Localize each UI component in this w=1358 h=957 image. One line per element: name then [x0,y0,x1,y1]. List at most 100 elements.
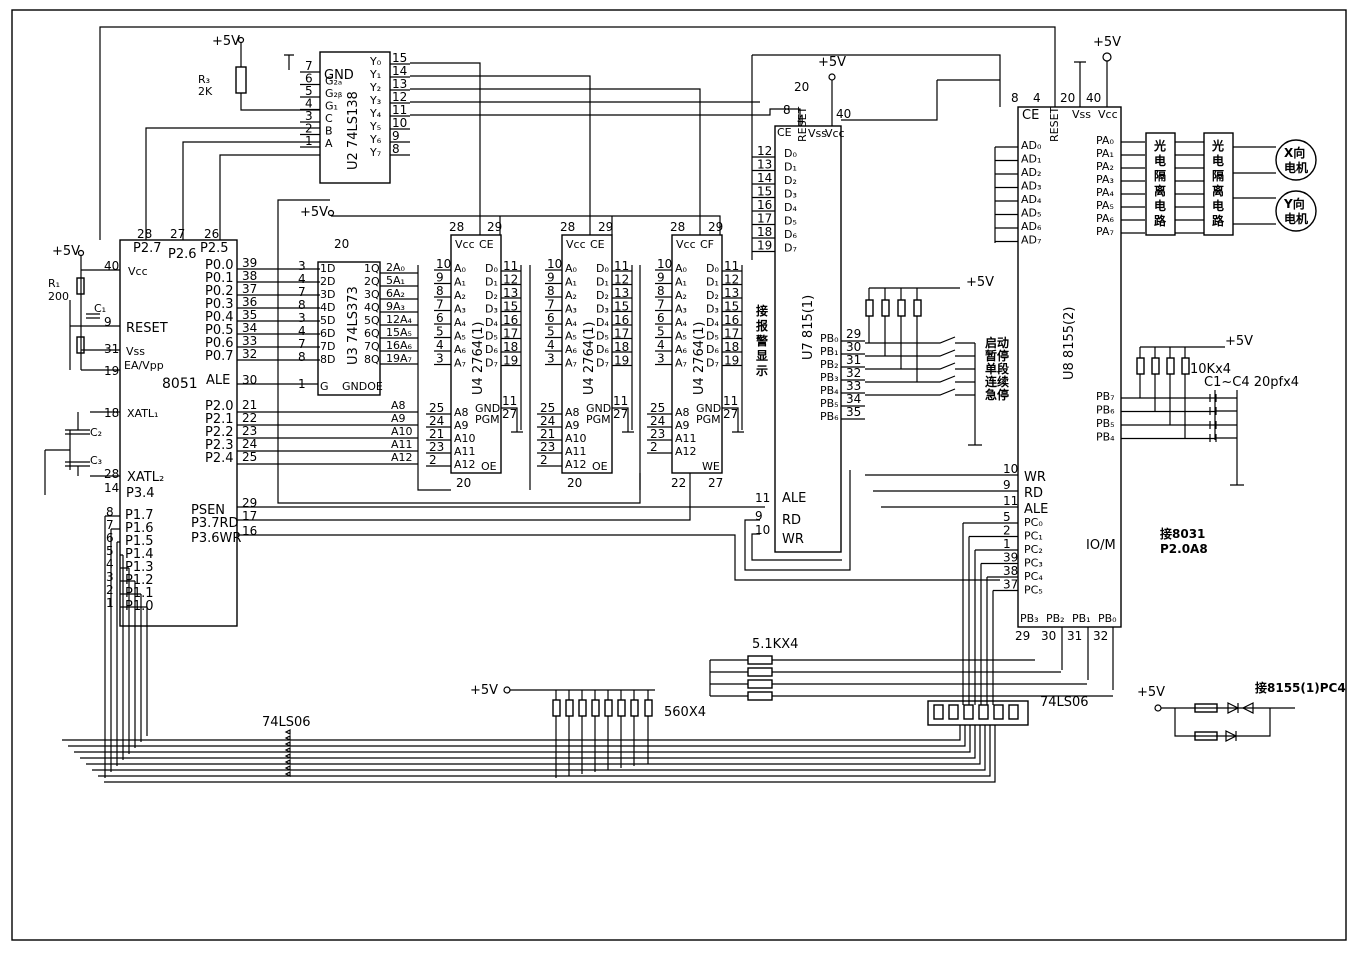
p1-wire [110,528,120,772]
u7-pb-pin: 30 [846,340,861,354]
eprom-addr-pin: 3 [547,352,555,366]
u7-data: D₁ [784,161,797,174]
eprom-addr: A₄ [565,316,578,329]
pin-30: 30 [242,373,257,387]
vcc-eprom [331,215,721,235]
u8-pc-wire [992,589,1018,705]
eprom-addr-pin: 4 [547,338,555,352]
eprom-high-pin: 23 [650,427,665,441]
c2-label: C₂ [90,426,102,439]
u7-pb-pin: 35 [846,405,861,419]
eprom-addr-pin: 9 [436,271,444,285]
vcc-terminal-pc4 [1154,704,1162,712]
switch-label: 启动 [985,335,1009,350]
display-driver-area [62,655,1113,783]
seven-seg-display [927,700,1029,726]
eprom-data: D₅ [596,330,609,343]
latch-right-pin: 9A₃ [386,300,405,313]
switch-contact [865,349,975,357]
u8-pa: PA₀ [1096,134,1114,147]
eprom-body [450,234,502,474]
mcu-p0-pin: 32 [242,347,257,361]
u7-ce: CE [777,126,792,139]
vcc-terminal-latch [327,209,335,217]
mcu-p1-label: P1.2 [125,573,154,588]
eprom-addr: A₁ [675,276,687,289]
eprom-addr-pin: 5 [657,325,665,339]
alarm-char: 报 [756,318,768,333]
pullup-resistor [897,299,906,317]
decoder-left-pin: 4 [305,97,313,111]
latch-output: 8Q [364,353,380,366]
u8-ctrl-pin: 9 [1003,478,1011,492]
isolation-char: 离 [1154,183,1166,198]
eprom-addr: A₁ [565,276,577,289]
eprom-name: U4 2764(1) [582,322,597,395]
vcc-label-u7: +5V [818,55,846,70]
latch-input: 2D [320,275,335,288]
vcc-terminal-u7 [828,73,836,81]
isolation-char: 光 [1211,138,1224,153]
eprom-addr-pin: 8 [436,284,444,298]
eprom-high-pin: 25 [650,401,665,415]
eprom-data-pin: 17 [724,327,739,341]
u8-pc-pin: 38 [1003,564,1018,578]
eprom-pgm-pin: 27 [502,407,517,421]
caps-label: C1~C4 20pfx4 [1204,375,1299,390]
latch-left-pin: 7 [298,337,306,351]
u8-ctrl-pin: 10 [1003,462,1018,476]
eprom-addr-pin: 4 [657,338,665,352]
u7-rd-pin: 9 [755,509,763,523]
switch-contact [865,336,975,344]
eprom-addr: A₇ [454,357,466,370]
iom-note-1: 接8031 [1160,526,1205,541]
u7-pb-pin: 29 [846,327,861,341]
decoder-output: Y₂ [369,81,381,94]
switch-contact [865,362,975,370]
eprom-data: D₄ [485,316,498,329]
eprom-addr: A₀ [565,262,578,275]
motor-label: Y向 [1283,196,1305,211]
led-resistor [644,699,653,717]
vcc-label-bottom: +5V [470,683,498,698]
eprom-data-pin: 18 [614,340,629,354]
mcu-p2-pin: 25 [242,450,257,464]
inverter-mark [284,729,291,735]
u8-pb-right: PB₆ [1096,404,1115,417]
u8-pc: PC₁ [1024,530,1043,543]
mcu-p0-pin: 35 [242,308,257,322]
pb-cap [1209,407,1237,415]
latch-right-pin: 19A₇ [386,352,412,365]
pin-40: 40 [104,259,119,273]
u8-ad: AD₁ [1021,153,1041,166]
mcu-p2-label: P2.1 [205,412,234,427]
u8-pa: PA₁ [1096,147,1114,160]
eprom-addr: A₆ [454,343,467,356]
eprom-data: D₀ [706,262,719,275]
u8-pb-bottom: PB₁ [1072,612,1091,625]
pin-16: 16 [242,524,257,538]
eprom-addr-pin: 9 [547,271,555,285]
u7-data-pin: 12 [757,144,772,158]
u8-pc-wire [986,576,1018,705]
digit [933,704,944,720]
eprom-high-addr: A11 [454,445,476,458]
mcu-xtal2: XATL₂ [127,470,164,485]
latch-g: G [320,380,329,393]
eprom-addr: A₂ [454,289,466,302]
latch-output: 1Q [364,262,380,275]
mcu-p0-pin: 39 [242,256,257,270]
eprom-addr: A₂ [565,289,577,302]
isolation-char: 电 [1212,153,1224,168]
latch-body [317,261,381,396]
eprom-gnd-pin: 11 [613,394,628,408]
mcu-p1-label: P1.3 [125,560,154,575]
eprom-addr-pin: 7 [436,298,444,312]
eprom-data-pin: 17 [503,327,518,341]
pc4-note: 接8155(1)PC4 [1255,680,1346,695]
eprom-data-pin: 15 [614,300,629,314]
